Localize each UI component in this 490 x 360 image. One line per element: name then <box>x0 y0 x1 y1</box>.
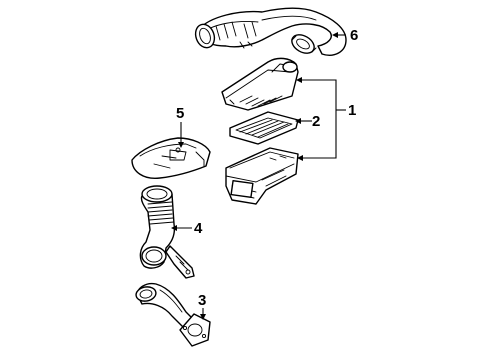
callout-6: 6 <box>350 27 359 44</box>
callout-4: 4 <box>194 220 203 237</box>
part-6-intake-duct <box>194 7 347 56</box>
callout-3: 3 <box>198 292 207 309</box>
callout-1: 1 <box>348 102 357 119</box>
callout-5: 5 <box>176 105 185 122</box>
part-1-cleaner-housing <box>225 147 299 205</box>
leader-arrowheads <box>171 32 338 320</box>
part-1-cleaner-cover <box>221 57 299 111</box>
part-5-resonator <box>131 137 211 179</box>
part-4-intake-tube <box>139 185 195 279</box>
leader-lines <box>174 34 346 318</box>
part-3-lower-duct <box>135 282 211 347</box>
callout-2: 2 <box>312 113 321 130</box>
part-2-filter-element <box>229 111 299 145</box>
